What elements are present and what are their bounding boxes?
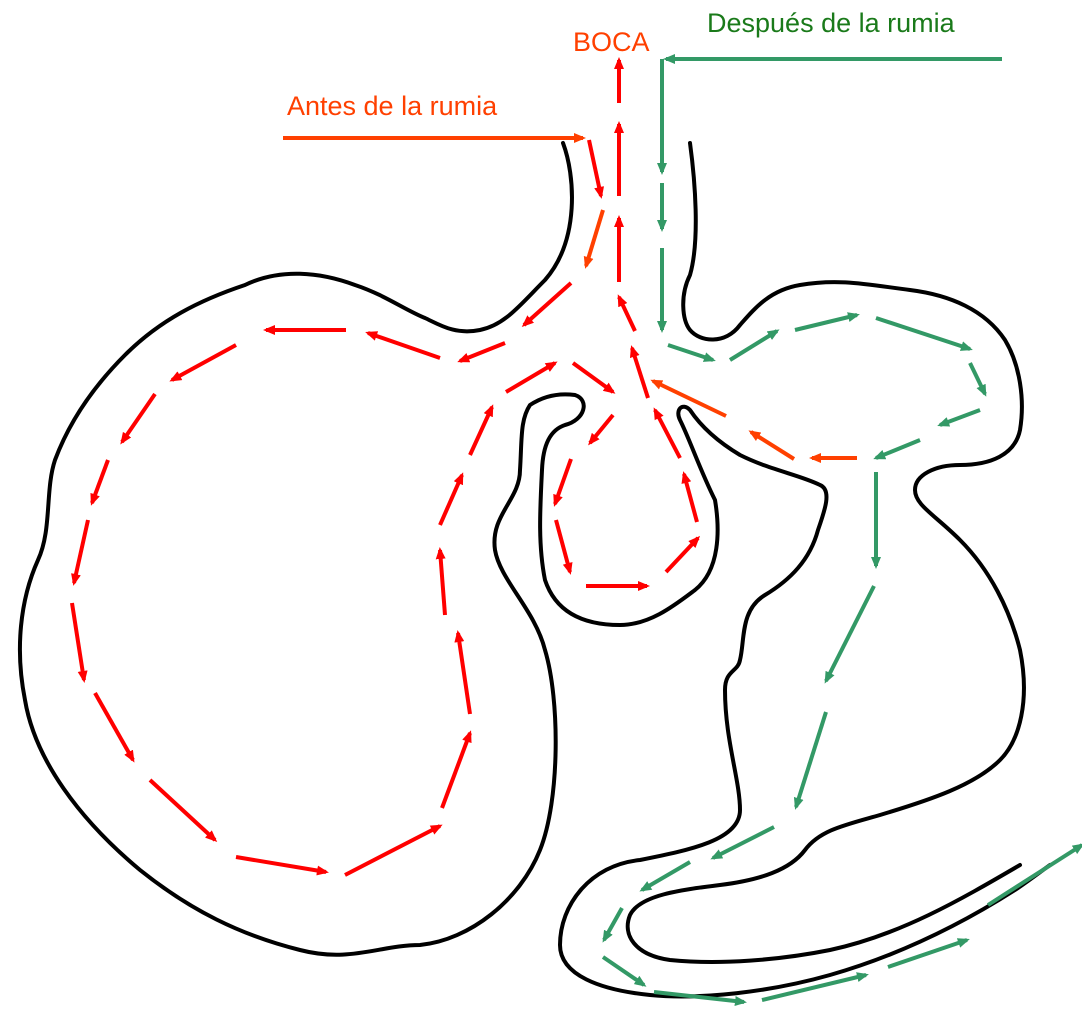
flow-arrow xyxy=(573,363,613,392)
before-rumination-flow xyxy=(72,60,698,875)
flow-arrow xyxy=(795,315,857,330)
flow-arrow xyxy=(632,348,648,398)
flow-arrow xyxy=(751,432,794,459)
flow-arrow xyxy=(666,538,698,572)
flow-arrow xyxy=(368,333,440,358)
stomach-outline xyxy=(20,143,1050,996)
flow-arrow xyxy=(345,826,440,875)
flow-arrow xyxy=(970,363,985,394)
flow-arrow xyxy=(940,410,980,425)
flow-arrow xyxy=(524,283,571,325)
flow-arrow xyxy=(619,297,635,331)
flow-arrow xyxy=(888,940,967,967)
after-rumination-label: Después de la rumia xyxy=(707,10,955,37)
flow-arrow xyxy=(236,857,326,872)
flow-arrow xyxy=(470,407,492,455)
flow-arrow xyxy=(826,586,874,681)
flow-arrow xyxy=(442,733,470,808)
flow-arrow xyxy=(555,459,571,504)
flow-arrow xyxy=(440,475,462,525)
flow-arrow xyxy=(458,633,470,714)
flow-arrow xyxy=(95,693,133,760)
rumen-outline xyxy=(20,143,1050,996)
flow-arrow xyxy=(684,474,697,522)
flow-arrow xyxy=(460,343,505,361)
flow-arrow xyxy=(72,603,84,680)
flow-arrow xyxy=(556,520,570,572)
flow-arrow xyxy=(655,410,680,458)
flow-arrow xyxy=(440,550,445,615)
flow-arrow xyxy=(713,827,774,858)
flow-arrow xyxy=(642,862,690,890)
flow-arrow xyxy=(603,957,644,985)
flow-arrow xyxy=(122,394,155,442)
flow-arrow xyxy=(796,712,826,807)
flow-arrow xyxy=(876,318,970,349)
flow-arrow xyxy=(604,908,622,940)
after-rumination-flow xyxy=(603,59,1082,1002)
flow-arrow xyxy=(506,363,555,392)
flow-arrow xyxy=(74,520,88,583)
before-rumination-label: Antes de la rumia xyxy=(287,93,497,120)
flow-arrow xyxy=(589,140,601,196)
mouth-label: BOCA xyxy=(573,29,650,56)
flow-arrow xyxy=(92,460,108,503)
flow-arrow xyxy=(172,345,236,380)
flow-arrow xyxy=(586,210,603,266)
flow-arrow xyxy=(730,331,777,360)
flow-arrow xyxy=(590,415,613,443)
abomasum-outline xyxy=(628,143,1024,962)
flow-arrow xyxy=(876,440,920,458)
flow-arrow xyxy=(668,345,713,360)
flow-arrow xyxy=(150,780,215,840)
